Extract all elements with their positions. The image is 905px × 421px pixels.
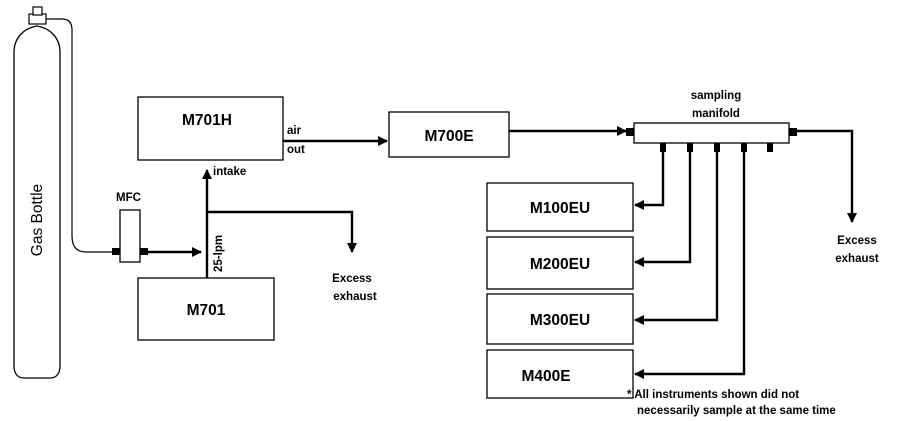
m700e-label: M700E — [424, 128, 473, 145]
mfc-label: MFC — [116, 192, 141, 204]
m701h-box — [137, 96, 284, 161]
mfc: MFC — [112, 192, 148, 263]
manifold-port-1 — [660, 143, 666, 152]
bottle-valve-top — [32, 6, 43, 16]
mfc-outlet — [140, 248, 148, 255]
m200eu-box — [486, 236, 634, 290]
m700e-block: M700E — [388, 111, 510, 158]
bottle-body — [13, 25, 61, 379]
manifold-label-line2: manifold — [692, 108, 740, 120]
manifold-port-2 — [687, 143, 693, 152]
manifold-port-4 — [741, 143, 747, 152]
m701h-block: M701H intake air out — [137, 96, 305, 178]
excess-branch-left — [207, 210, 357, 253]
m300eu-box — [486, 293, 634, 345]
intake-label: intake — [213, 166, 246, 178]
port3-to-m300eu — [634, 152, 719, 325]
supply-tube — [46, 18, 112, 253]
gas-bottle: Gas Bottle — [13, 6, 61, 379]
m701-box — [137, 277, 275, 341]
m700e-box — [388, 111, 510, 158]
excess-right-line2: exhaust — [835, 253, 879, 265]
m701-block: M701 — [137, 277, 275, 341]
port4-to-m400e — [634, 152, 746, 379]
mfc-inlet — [112, 248, 120, 255]
sampling-manifold: sampling manifold — [626, 90, 797, 152]
m200eu-block: M200EU — [486, 236, 634, 290]
manifold-outlet — [789, 128, 797, 136]
m701-label: M701 — [187, 302, 226, 319]
flow-rate-label: 25-lpm — [213, 235, 225, 272]
gas-bottle-label: Gas Bottle — [29, 184, 46, 256]
manifold-port-3 — [714, 143, 720, 152]
m300eu-block: M300EU — [486, 293, 634, 345]
manifold-body — [633, 122, 790, 144]
m400e-block: M400E — [486, 349, 634, 399]
m100eu-box — [486, 182, 634, 232]
out-label: out — [287, 144, 305, 156]
mfc-box — [119, 209, 141, 263]
port1-to-m100eu — [634, 152, 665, 210]
m400e-label: M400E — [521, 368, 570, 385]
footnote-line1: * All instruments shown did not — [627, 389, 799, 401]
m300eu-label: M300EU — [530, 312, 590, 329]
excess-branch-right — [797, 129, 857, 223]
excess-left-line2: exhaust — [333, 291, 377, 303]
manifold-inlet — [626, 128, 634, 136]
port2-to-m200eu — [634, 152, 692, 267]
excess-left-line1: Excess — [332, 273, 372, 285]
m701h-label: M701H — [182, 112, 232, 129]
m200eu-label: M200EU — [530, 256, 590, 273]
m100eu-block: M100EU — [486, 182, 634, 232]
manifold-port-5 — [767, 143, 773, 152]
excess-right-line1: Excess — [837, 235, 877, 247]
air-label: air — [287, 125, 302, 137]
manifold-label-line1: sampling — [691, 90, 741, 102]
m400e-box — [486, 349, 634, 399]
m100eu-label: M100EU — [530, 200, 590, 217]
footnote-line2: necessarily sample at the same time — [637, 405, 836, 417]
